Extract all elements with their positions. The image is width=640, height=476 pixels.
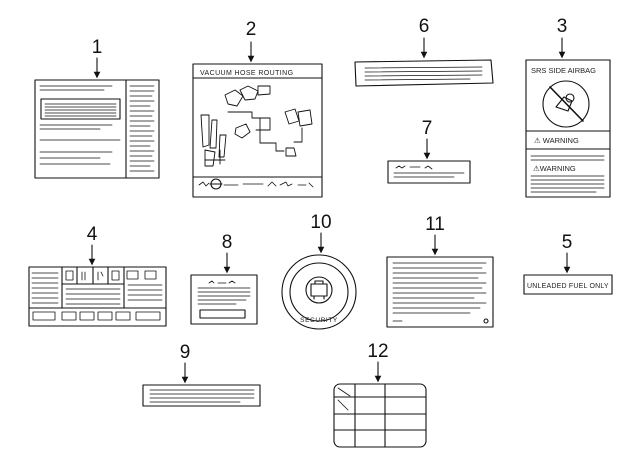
label-2-card: [192, 63, 323, 198]
callout-2: 2: [245, 19, 257, 40]
label-3-warning-2: ⚠WARNING: [533, 164, 576, 173]
label-2: [192, 41, 323, 198]
callout-7: 7: [421, 118, 433, 139]
label-10-card: [281, 254, 357, 330]
callout-10: 10: [310, 212, 332, 233]
label-7: [387, 138, 471, 184]
callout-12: 12: [367, 341, 389, 362]
label-4: [28, 244, 167, 327]
callout-8: 8: [221, 232, 233, 253]
label-5-text: UNLEADED FUEL ONLY: [527, 283, 609, 290]
label-3-title: SRS SIDE AIRBAG: [531, 66, 596, 75]
label-12: [333, 361, 427, 448]
callout-1: 1: [91, 37, 103, 58]
label-10-text: SECURITY: [300, 317, 338, 324]
callout-5: 5: [561, 232, 573, 253]
label-7-card: [387, 160, 471, 184]
label-2-header: VACUUM HOSE ROUTING: [200, 70, 293, 77]
label-11-card: [386, 256, 494, 328]
label-6: [354, 37, 494, 87]
label-9: [142, 362, 261, 407]
callout-9: 9: [179, 342, 191, 363]
callout-6: 6: [418, 16, 430, 37]
label-8: [190, 252, 258, 325]
label-12-card: [333, 383, 427, 448]
label-8-card: [190, 274, 258, 325]
callout-3: 3: [556, 16, 568, 37]
no-child-seat-icon: [542, 80, 590, 128]
label-3: [525, 37, 611, 198]
label-3-card: [525, 59, 611, 198]
label-10: [281, 232, 357, 330]
callout-11: 11: [425, 214, 445, 235]
label-5: [523, 252, 613, 295]
label-3-warning-1: ⚠ WARNING: [534, 136, 579, 145]
label-9-card: [142, 384, 261, 407]
label-5-card: [523, 274, 613, 295]
label-11: [386, 234, 494, 328]
security-icon: [305, 276, 333, 304]
label-1-card: [34, 79, 160, 179]
label-1: [34, 57, 160, 179]
label-4-card: [28, 266, 167, 327]
callout-4: 4: [86, 224, 98, 245]
label-6-card: [354, 59, 494, 87]
